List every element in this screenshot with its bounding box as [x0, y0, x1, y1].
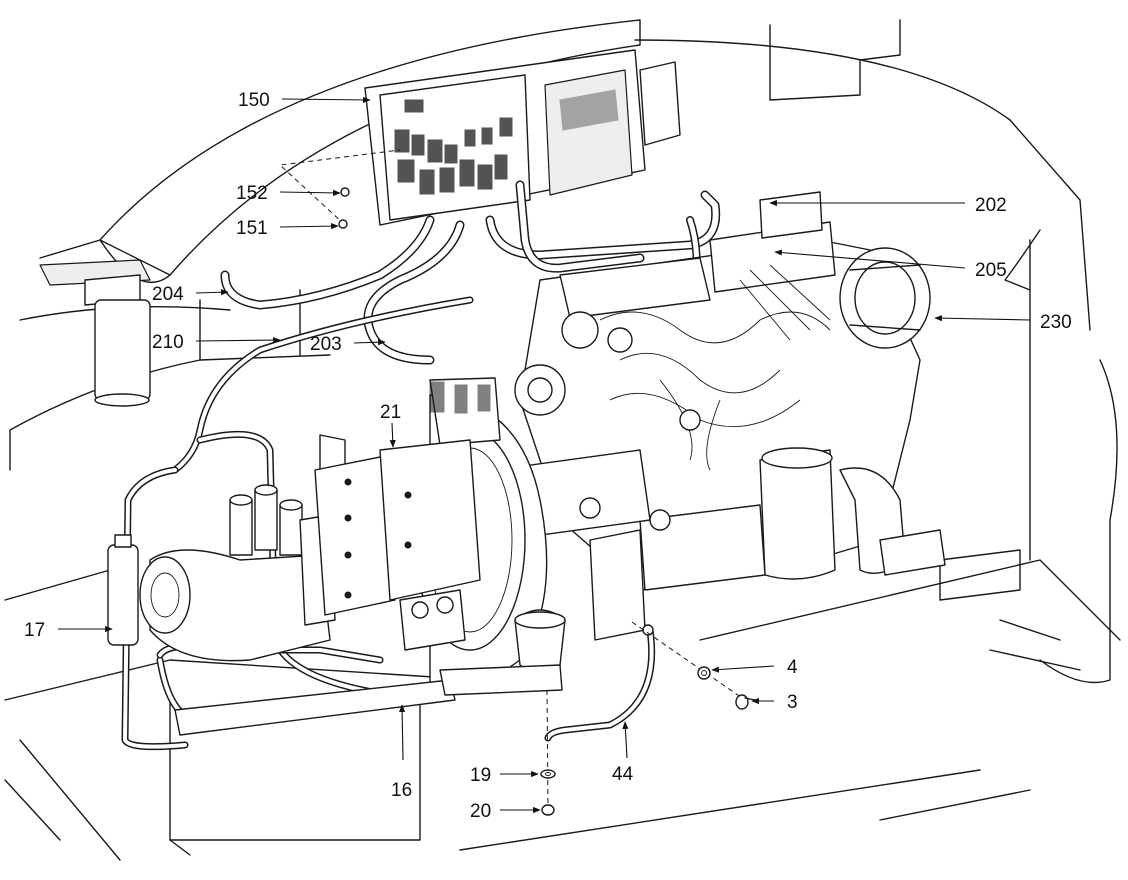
callout-4: 4: [787, 657, 798, 678]
callout-203: 203: [310, 334, 342, 355]
callout-19: 19: [470, 765, 491, 786]
callout-17: 17: [24, 620, 45, 641]
left-cab-side: [9, 289, 331, 471]
callout-204: 204: [152, 284, 184, 305]
control-module-21: [314, 439, 481, 616]
callout-205: 205: [975, 260, 1007, 281]
callout-151: 151: [236, 218, 268, 239]
nut-20: [541, 804, 555, 816]
bracket-16: [174, 664, 563, 736]
right-cab-panel: [769, 19, 1118, 684]
callout-20: 20: [470, 801, 491, 822]
lower-pump-fittings: [399, 529, 646, 674]
callout-150: 150: [238, 90, 270, 111]
controller-panel-assembly: [364, 49, 681, 226]
fuel-filter: [39, 259, 151, 407]
leader-lines: [58, 96, 1031, 814]
frame-floor: [4, 549, 1121, 861]
callout-labels: 150 152 151 202 205 204 210 203 230 21 1…: [24, 90, 1072, 822]
turbocharger: [839, 247, 931, 349]
callout-152: 152: [236, 183, 268, 204]
callout-3: 3: [787, 692, 798, 713]
connector-cluster: [394, 99, 513, 195]
washer-151: [338, 219, 348, 229]
callout-230: 230: [1040, 312, 1072, 333]
washer-19: [540, 769, 556, 779]
ground-cable-44: [544, 624, 656, 742]
fastener-dashed-line-lower: [546, 689, 549, 811]
nut-4: [697, 666, 711, 680]
callout-16: 16: [391, 780, 412, 801]
fastener-dashed-line-upper: [631, 621, 746, 701]
callout-210: 210: [152, 332, 184, 353]
hydraulic-pump-assembly: [139, 434, 346, 662]
screw-152: [340, 187, 350, 197]
callout-21: 21: [380, 402, 401, 423]
callout-202: 202: [975, 195, 1007, 216]
callout-44: 44: [612, 764, 634, 785]
bolt-3: [735, 694, 756, 710]
receiver-drier: [107, 534, 139, 646]
fastener-dashed-line: [278, 149, 401, 226]
